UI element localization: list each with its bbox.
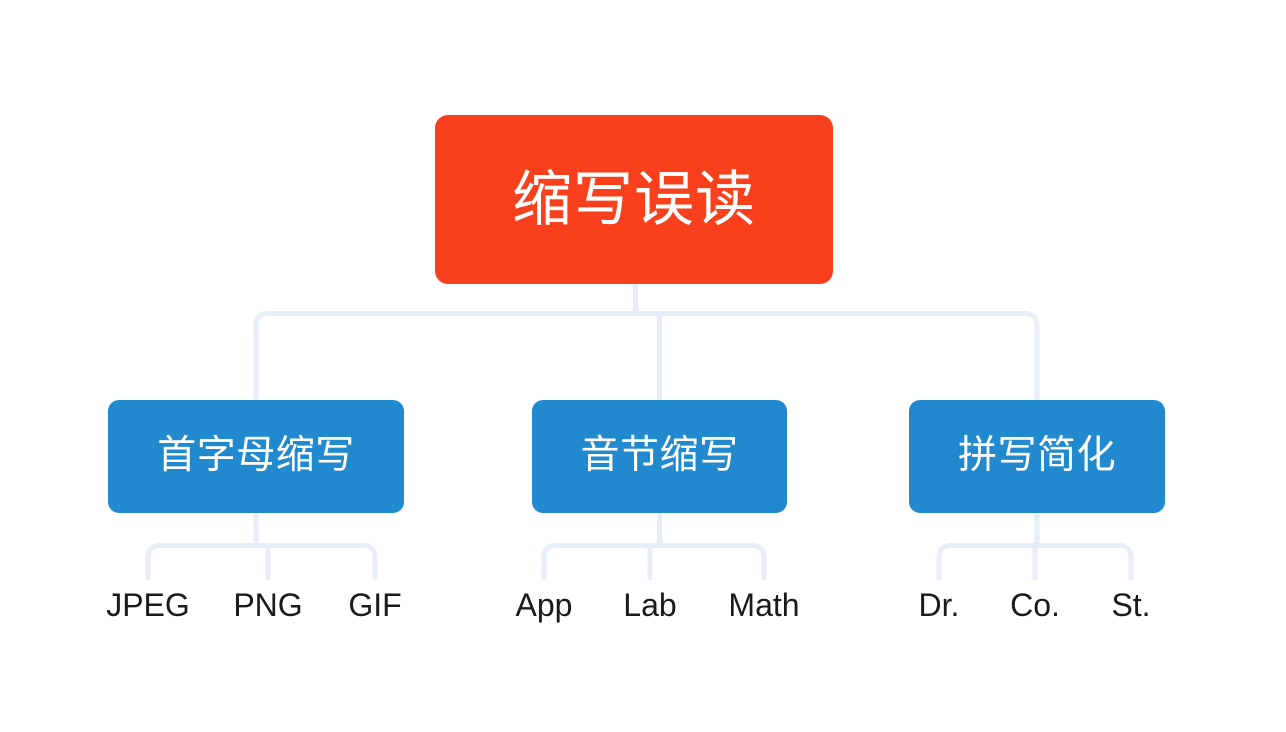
leaf-label-2-2[interactable]: Lab [623,587,677,623]
leaf-label-1-2[interactable]: PNG [233,587,303,623]
branch-node-1[interactable]: 首字母缩写 [108,400,404,513]
root-node[interactable]: 缩写误读 [435,115,833,284]
leaf-label-3-1[interactable]: Dr. [918,587,960,623]
connector-branch-1-leaf-3 [253,543,378,581]
connector-root-to-branch-2 [633,311,662,403]
connector-branch-3-leaf-3 [1034,543,1134,581]
leaf-label-3-2[interactable]: Co. [1010,587,1060,623]
connector-branch-1-leaf-1 [145,543,259,581]
branch-node-3[interactable]: 拼写简化 [909,400,1165,513]
connector-branch-2-leaf-3 [657,543,767,581]
connector-root-to-branch-1 [253,311,638,403]
connector-branch-2-leaf-1 [541,543,662,581]
branch-node-2[interactable]: 音节缩写 [532,400,787,513]
leaf-label-2-1[interactable]: App [515,587,573,623]
leaf-label-3-3[interactable]: St. [1111,587,1151,623]
leaf-label-2-3[interactable]: Math [728,587,800,623]
connector-root-to-branch-3 [633,311,1040,403]
connector-branch-3-leaf-1 [936,543,1040,581]
branch-node-3-label: 拼写简化 [957,434,1116,478]
branch-node-2-label: 音节缩写 [580,434,739,478]
branch-node-1-label: 首字母缩写 [157,434,355,478]
leaf-label-1-1[interactable]: JPEG [106,587,190,623]
leaf-label-1-3[interactable]: GIF [348,587,402,623]
root-node-label: 缩写误读 [512,165,756,233]
